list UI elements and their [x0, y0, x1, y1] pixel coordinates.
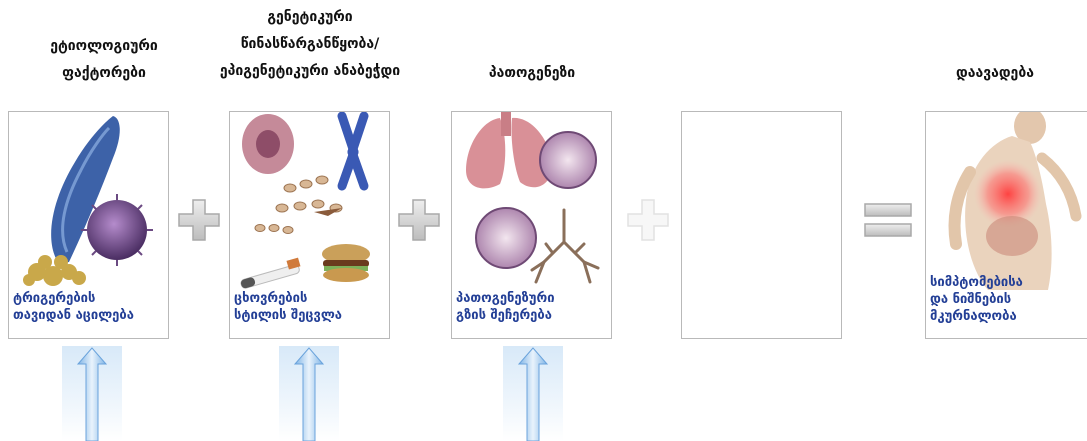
caption-trigger-avoidance: ტრიგერების თავიდან აცილება — [13, 290, 134, 324]
heading-etiological-factors: ეტიოლოგიური ფაქტორები — [20, 33, 188, 87]
heading-pathogenesis: პათოგენეზი — [452, 60, 612, 87]
equals-icon — [864, 199, 912, 241]
caption-lifestyle-change: ცხოვრების სტილის შეცვლა — [234, 290, 342, 324]
human-body-illustration — [926, 112, 1087, 290]
caption-symptom-treatment: სიმპტომებისა და ნიშნების მკურნალობა — [930, 274, 1023, 325]
caption-pathway-interruption: პათოგენეზური გზის შეჩერება — [456, 290, 555, 324]
up-arrow-icon — [503, 346, 563, 441]
box-pathogenesis: პათოგენეზური გზის შეჩერება — [451, 111, 612, 339]
plus-icon — [178, 199, 220, 241]
up-arrow-icon — [62, 346, 122, 441]
heading-disease: დაავადება — [910, 60, 1080, 87]
pathogen-illustration — [9, 112, 168, 290]
plus-icon — [627, 199, 669, 241]
genetics-illustration — [230, 112, 389, 290]
up-arrow-icon — [279, 346, 339, 441]
box-disease: სიმპტომებისა და ნიშნების მკურნალობა — [925, 111, 1087, 339]
box-etiological-factors: ტრიგერების თავიდან აცილება — [8, 111, 169, 339]
pathogenesis-illustration — [452, 112, 611, 290]
box-genetic-predisposition: ცხოვრების სტილის შეცვლა — [229, 111, 390, 339]
box-empty — [681, 111, 842, 339]
heading-genetic-predisposition: გენეტიკური წინასწარგანწყობა/ ეპიგენეტიკუ… — [210, 4, 410, 85]
plus-icon — [398, 199, 440, 241]
